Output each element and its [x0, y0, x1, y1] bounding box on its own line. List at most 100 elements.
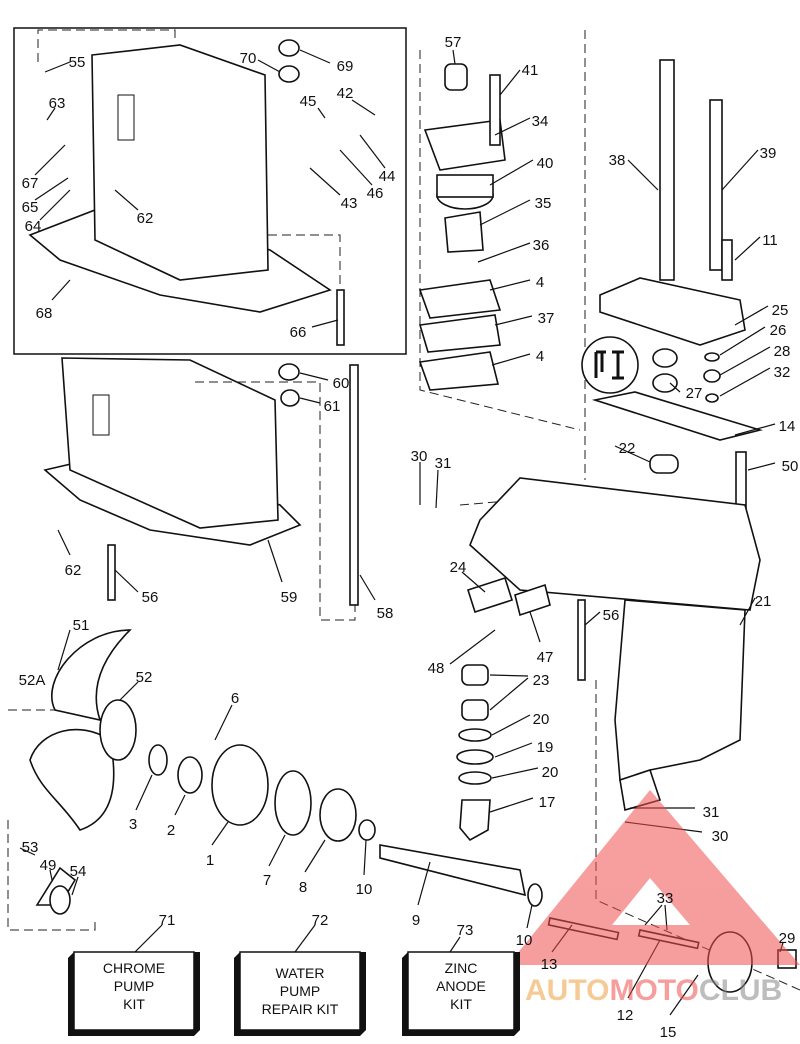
- part-label: 7: [263, 872, 271, 889]
- part-label: 64: [25, 218, 42, 235]
- impeller-plate: [599, 277, 746, 346]
- part-label: 26: [770, 322, 787, 339]
- part-label: 8: [299, 879, 307, 896]
- kit-label: WATER: [276, 965, 325, 981]
- kit-label: PUMP: [114, 978, 154, 994]
- watermark-text-moto: MOTO: [609, 974, 698, 1007]
- bearing-carrier: [211, 744, 269, 826]
- part-label: 37: [538, 310, 555, 327]
- part-label: 12: [617, 1007, 634, 1024]
- gearcase-housing: [469, 477, 761, 812]
- part-label: 54: [70, 863, 87, 880]
- propeller: [29, 629, 137, 831]
- part-label: 46: [367, 185, 384, 202]
- part-label: 51: [73, 617, 90, 634]
- part-label: 43: [341, 195, 358, 212]
- part-label: 28: [774, 343, 791, 360]
- part-label: 53: [22, 839, 39, 856]
- part-label: 50: [782, 458, 799, 475]
- part-label: 35: [535, 195, 552, 212]
- kit-water-pump-repair: WATER PUMP REPAIR KIT: [234, 951, 366, 1036]
- exhaust-housing-box: [13, 27, 407, 355]
- part-label: 42: [337, 85, 354, 102]
- part-label: 6: [231, 690, 239, 707]
- part-label: 15: [660, 1024, 677, 1041]
- kit-zinc-anode: ZINC ANODE KIT: [402, 951, 520, 1036]
- kit-label: KIT: [450, 996, 472, 1012]
- part-label: 47: [537, 649, 554, 666]
- exhaust-housing-lower: [43, 357, 302, 546]
- seal-detail-callout: [581, 336, 639, 394]
- part-label: 10: [516, 932, 533, 949]
- part-label: 25: [772, 302, 789, 319]
- seal-profile-icon: [594, 350, 624, 380]
- part-label: 52A: [19, 672, 46, 689]
- part-label: 19: [537, 739, 554, 756]
- part-label: 60: [333, 375, 350, 392]
- part-label: 31: [435, 455, 452, 472]
- part-label: 61: [324, 398, 341, 415]
- part-label: 67: [22, 175, 39, 192]
- watermark-text-auto: AUTO: [525, 974, 609, 1007]
- part-label: 59: [281, 589, 298, 606]
- part-label: 13: [541, 956, 558, 973]
- driveshafts: [659, 59, 733, 281]
- water-pump-parts: [418, 63, 506, 391]
- part-label: 73: [457, 922, 474, 939]
- part-label: 22: [619, 440, 636, 457]
- part-label: 56: [603, 607, 620, 624]
- part-label: 11: [762, 232, 778, 249]
- part-label: 57: [445, 34, 462, 51]
- watermark-logo: AUTOMOTOCLUB: [508, 790, 800, 1007]
- propeller-shaft: [379, 844, 527, 897]
- kit-label: KIT: [123, 996, 145, 1012]
- part-label: 69: [337, 58, 354, 75]
- part-label: 33: [657, 890, 674, 907]
- leader-lines: [19, 49, 784, 1016]
- part-label: 45: [300, 93, 317, 110]
- part-label: 40: [537, 155, 554, 172]
- watermark-text: AUTOMOTOCLUB: [525, 974, 782, 1007]
- gasket: [591, 391, 763, 441]
- part-label: 62: [65, 562, 82, 579]
- part-label: 2: [167, 822, 175, 839]
- watermark-text-club: CLUB: [699, 974, 782, 1007]
- part-label: 30: [411, 448, 428, 465]
- part-label: 30: [712, 828, 729, 845]
- part-label: 71: [159, 912, 176, 929]
- part-label: 48: [428, 660, 445, 677]
- part-label: 56: [142, 589, 159, 606]
- part-label: 36: [533, 237, 550, 254]
- part-label: 24: [450, 559, 467, 576]
- part-label: 9: [412, 912, 420, 929]
- kit-label: ZINC: [445, 960, 478, 976]
- kit-label: PUMP: [280, 983, 320, 999]
- part-label: 32: [774, 364, 791, 381]
- part-label: 1: [206, 852, 214, 869]
- part-label: 49: [40, 857, 57, 874]
- part-label: 17: [539, 794, 556, 811]
- part-label: 31: [703, 804, 720, 821]
- part-label: 55: [69, 54, 86, 71]
- part-label: 39: [760, 145, 777, 162]
- part-label: 10: [356, 881, 373, 898]
- part-label: 34: [532, 113, 549, 130]
- part-label: 20: [533, 711, 550, 728]
- kit-label: CHROME: [103, 960, 165, 976]
- part-label: 72: [312, 912, 329, 929]
- watermark-triangle-icon: [508, 790, 800, 965]
- kit-label: REPAIR KIT: [262, 1001, 339, 1017]
- part-label: 29: [779, 930, 796, 947]
- part-label: 4: [536, 274, 544, 291]
- part-label: 62: [137, 210, 154, 227]
- part-label: 38: [609, 152, 626, 169]
- stud: [349, 364, 359, 606]
- part-label: 66: [290, 324, 307, 341]
- part-label: 4: [536, 348, 544, 365]
- part-label: 68: [36, 305, 53, 322]
- part-label: 65: [22, 199, 39, 216]
- part-label: 41: [522, 62, 539, 79]
- part-label: 20: [542, 764, 559, 781]
